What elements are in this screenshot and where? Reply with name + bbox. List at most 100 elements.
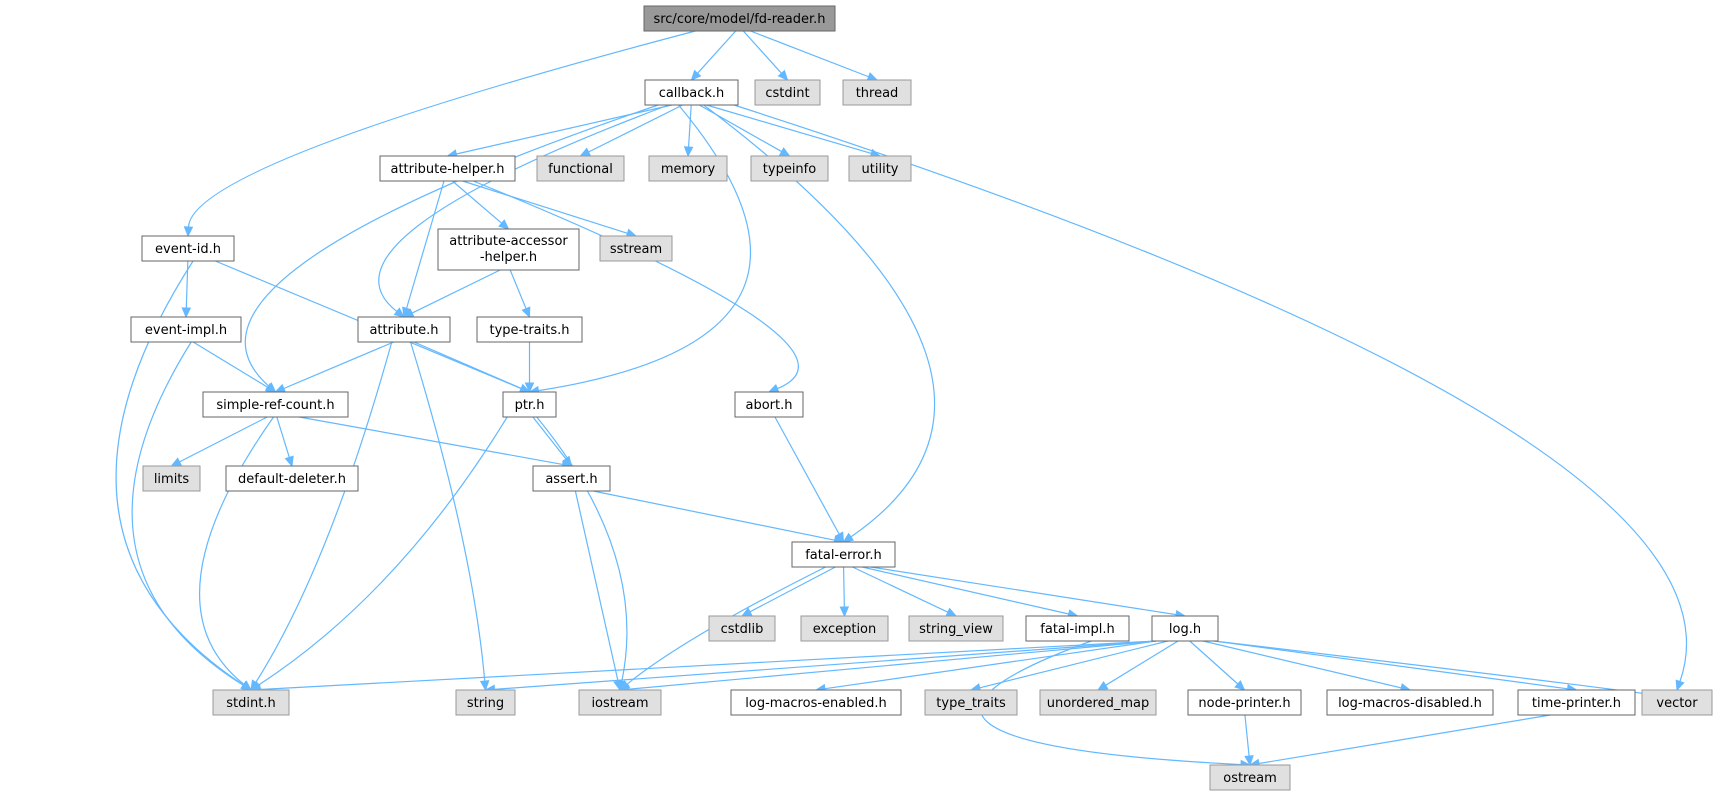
node-node-printer[interactable]: node-printer.h — [1187, 689, 1302, 716]
edge-attribute-helper-to-attribute — [405, 180, 445, 309]
arrowhead-fatal-error-to-string_view — [945, 607, 958, 617]
arrowhead-attribute-to-string — [479, 680, 490, 692]
node-label-attribute: attribute.h — [369, 323, 438, 338]
node-fd-reader[interactable]: src/core/model/fd-reader.h — [643, 5, 836, 32]
node-default-deleter[interactable]: default-deleter.h — [225, 465, 359, 492]
node-attribute-helper[interactable]: attribute-helper.h — [379, 155, 516, 182]
node-label-abort: abort.h — [746, 398, 793, 413]
node-fatal-error[interactable]: fatal-error.h — [791, 541, 896, 568]
edge-fatal-error-to-log — [870, 566, 1177, 616]
node-box-fatal-error — [791, 541, 896, 568]
edge-simple-ref-count-to-assert — [299, 416, 563, 465]
edge-simple-ref-count-to-stdint — [199, 416, 275, 685]
node-typeinfo[interactable]: typeinfo — [750, 155, 829, 182]
node-thread[interactable]: thread — [842, 79, 912, 106]
node-box-string — [455, 689, 516, 716]
node-cstdlib[interactable]: cstdlib — [708, 615, 776, 642]
node-box-attribute — [357, 316, 451, 343]
node-box-stdint — [212, 689, 290, 716]
arrowhead-event-impl-to-simple-ref-count — [264, 382, 277, 393]
edge-ptr-to-assert — [532, 416, 567, 460]
node-type-traits[interactable]: type-traits.h — [476, 316, 583, 343]
node-box-thread — [842, 79, 912, 106]
node-stdint[interactable]: stdint.h — [212, 689, 290, 716]
node-label-ostream: ostream — [1223, 771, 1277, 786]
node-label-limits: limits — [154, 472, 190, 487]
node-ostream[interactable]: ostream — [1209, 764, 1291, 791]
node-label-string: string — [467, 696, 504, 711]
node-label-fd-reader: src/core/model/fd-reader.h — [653, 12, 825, 27]
node-string_view[interactable]: string_view — [908, 615, 1004, 642]
edge-fd-reader-to-event-id — [187, 30, 696, 228]
edge-fatal-impl-to-ostream — [980, 640, 1242, 766]
node-attribute-accessor-helper[interactable]: attribute-accessor-helper.h — [437, 228, 580, 271]
arrowhead-attribute-helper-to-attribute-accessor-helper — [498, 219, 510, 230]
node-event-id[interactable]: event-id.h — [141, 235, 235, 262]
node-label-log: log.h — [1169, 622, 1201, 637]
node-label-assert: assert.h — [545, 472, 597, 487]
node-assert[interactable]: assert.h — [532, 465, 611, 492]
node-string[interactable]: string — [455, 689, 516, 716]
edge-fd-reader-to-cstdint — [742, 30, 782, 74]
node-label-exception: exception — [813, 622, 877, 637]
node-event-impl[interactable]: event-impl.h — [130, 316, 242, 343]
node-exception[interactable]: exception — [800, 615, 889, 642]
node-label-time-printer: time-printer.h — [1532, 696, 1621, 711]
node-box-type_traits — [924, 689, 1018, 716]
node-box-default-deleter — [225, 465, 359, 492]
node-ptr[interactable]: ptr.h — [502, 391, 557, 418]
node-sstream[interactable]: sstream — [599, 235, 673, 262]
arrowhead-fd-reader-to-thread — [866, 72, 879, 82]
node-log[interactable]: log.h — [1151, 615, 1219, 642]
edge-attribute-accessor-helper-to-attribute — [411, 269, 501, 314]
edge-attribute-accessor-helper-to-type-traits — [509, 269, 527, 309]
node-box-fatal-impl — [1025, 615, 1130, 642]
node-attribute[interactable]: attribute.h — [357, 316, 451, 343]
node-unordered_map[interactable]: unordered_map — [1039, 689, 1157, 716]
node-log-macros-enabled[interactable]: log-macros-enabled.h — [730, 689, 902, 716]
node-utility[interactable]: utility — [848, 155, 912, 182]
arrowhead-log-to-unordered_map — [1096, 680, 1109, 691]
node-callback[interactable]: callback.h — [644, 79, 739, 106]
arrowhead-simple-ref-count-to-limits — [170, 457, 183, 467]
node-box-utility — [848, 155, 912, 182]
edge-log-to-log-macros-enabled — [824, 640, 1157, 690]
node-box-log-macros-disabled — [1326, 689, 1494, 716]
arrowhead-fd-reader-to-callback — [690, 69, 702, 81]
edge-log-to-iostream — [628, 640, 1157, 690]
node-memory[interactable]: memory — [648, 155, 728, 182]
node-cstdint[interactable]: cstdint — [754, 79, 821, 106]
arrowhead-ptr-to-assert — [561, 455, 573, 467]
node-log-macros-disabled[interactable]: log-macros-disabled.h — [1326, 689, 1494, 716]
node-time-printer[interactable]: time-printer.h — [1517, 689, 1636, 716]
node-fatal-impl[interactable]: fatal-impl.h — [1025, 615, 1130, 642]
edge-fatal-error-to-string_view — [852, 566, 949, 613]
node-box-sstream — [599, 235, 673, 262]
arrowhead-type-traits-to-ptr — [524, 382, 535, 394]
node-abort[interactable]: abort.h — [734, 391, 804, 418]
node-limits[interactable]: limits — [142, 465, 201, 492]
node-vector[interactable]: vector — [1641, 689, 1713, 716]
node-box-simple-ref-count — [202, 391, 349, 418]
node-functional[interactable]: functional — [536, 155, 625, 182]
arrowhead-assert-to-iostream — [613, 679, 623, 692]
node-label-unordered_map: unordered_map — [1047, 696, 1150, 711]
node-box-abort — [734, 391, 804, 418]
edge-fatal-error-to-iostream — [626, 566, 826, 685]
arrowhead-callback-to-vector — [1675, 679, 1685, 692]
node-box-attribute-helper — [379, 155, 516, 182]
node-box-log-macros-enabled — [730, 689, 902, 716]
node-iostream[interactable]: iostream — [578, 689, 662, 716]
node-box-callback — [644, 79, 739, 106]
edge-log-to-time-printer — [1213, 640, 1568, 690]
node-label-functional: functional — [548, 162, 613, 177]
edge-event-impl-to-simple-ref-count — [192, 341, 269, 388]
node-box-typeinfo — [750, 155, 829, 182]
edge-callback-to-memory — [687, 104, 692, 148]
arrowhead-callback-to-functional — [579, 147, 592, 157]
node-label-iostream: iostream — [591, 696, 648, 711]
node-label-stdint: stdint.h — [226, 696, 275, 711]
node-type_traits[interactable]: type_traits — [924, 689, 1018, 716]
node-label-ptr: ptr.h — [515, 398, 545, 413]
node-simple-ref-count[interactable]: simple-ref-count.h — [202, 391, 349, 418]
